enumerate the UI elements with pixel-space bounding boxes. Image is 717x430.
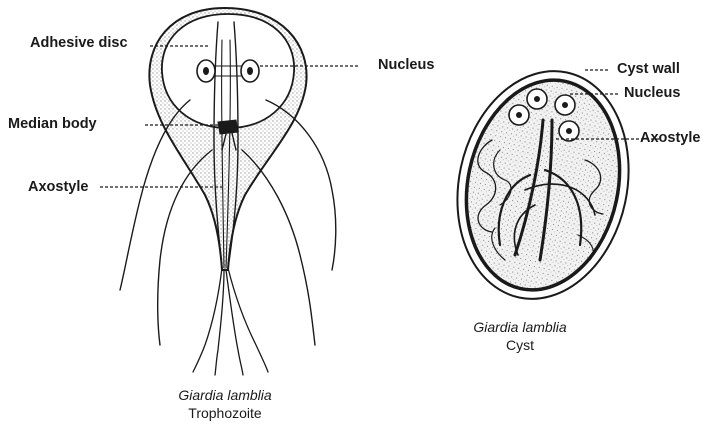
label-median-body: Median body	[8, 117, 97, 132]
cyst-caption-species: Giardia lamblia	[450, 319, 590, 337]
trophozoite-drawing	[120, 8, 336, 375]
trophozoite-caption: Giardia lamblia Trophozoite	[155, 387, 295, 422]
trophozoite-caption-species: Giardia lamblia	[155, 387, 295, 405]
label-nucleus: Nucleus	[378, 58, 434, 73]
label-axostyle: Axostyle	[28, 180, 88, 195]
adhesive-disc	[162, 14, 294, 128]
label-cyst-wall: Cyst wall	[617, 62, 680, 77]
label-cyst-nucleus: Nucleus	[624, 86, 680, 101]
cyst-caption: Giardia lamblia Cyst	[450, 319, 590, 354]
label-adhesive-disc: Adhesive disc	[30, 36, 128, 51]
median-body	[218, 120, 238, 134]
caudal-flagellum-3	[226, 270, 243, 375]
label-cyst-axostyle: Axostyle	[640, 131, 700, 146]
trophozoite-caption-stage: Trophozoite	[155, 405, 295, 423]
cyst-caption-stage: Cyst	[450, 337, 590, 355]
caudal-flagellum-4	[228, 268, 268, 372]
